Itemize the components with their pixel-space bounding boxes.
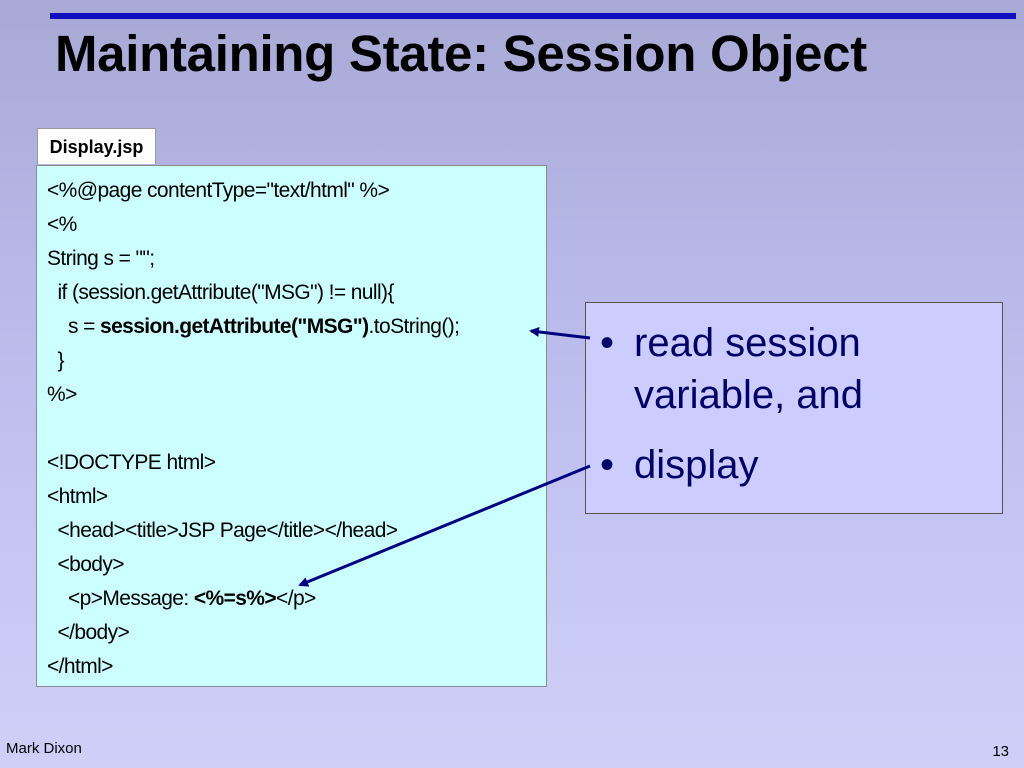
code-line-message-output: <p>Message: <%=s%></p> bbox=[47, 582, 546, 616]
bullet-panel: • read session variable, and • display bbox=[585, 302, 1003, 514]
code-line: </body> bbox=[47, 621, 130, 644]
bullet-text: display bbox=[634, 443, 759, 487]
code-text: s = bbox=[47, 315, 100, 338]
code-text: </p> bbox=[276, 587, 316, 610]
code-line: <% bbox=[47, 213, 77, 236]
file-tab-label: Display.jsp bbox=[37, 128, 156, 164]
code-text: .toString(); bbox=[368, 315, 460, 338]
code-highlight-session-get: session.getAttribute("MSG") bbox=[99, 315, 369, 338]
code-panel: <%@page contentType="text/html" %> <% St… bbox=[36, 165, 547, 687]
code-highlight-expression: <%=s%> bbox=[193, 587, 277, 610]
bullet-icon: • bbox=[600, 321, 615, 365]
title-top-rule bbox=[50, 13, 1016, 19]
code-line: <%@page contentType="text/html" %> bbox=[47, 179, 390, 202]
bullet-item-display: • display bbox=[600, 439, 1002, 491]
code-line: <head><title>JSP Page</title></head> bbox=[47, 519, 398, 542]
code-line: </html> bbox=[47, 655, 113, 678]
code-line: <!DOCTYPE html> bbox=[47, 451, 216, 474]
code-text: <p>Message: bbox=[47, 587, 194, 610]
bullet-list: • read session variable, and • display bbox=[600, 317, 1002, 491]
bullet-item-read-session: • read session variable, and bbox=[600, 317, 1002, 421]
code-line: } bbox=[47, 349, 64, 372]
code-line: <body> bbox=[47, 553, 124, 576]
code-line: String s = ""; bbox=[47, 247, 155, 270]
page-number: 13 bbox=[992, 743, 1009, 760]
bullet-text: read session variable, and bbox=[634, 321, 864, 417]
code-line-session-read: s = session.getAttribute("MSG").toString… bbox=[47, 310, 546, 344]
footer-author: Mark Dixon bbox=[6, 740, 82, 757]
code-line-blank bbox=[47, 412, 546, 446]
code-line: <html> bbox=[47, 485, 108, 508]
code-line: if (session.getAttribute("MSG") != null)… bbox=[47, 281, 394, 304]
slide-title: Maintaining State: Session Object bbox=[55, 25, 867, 82]
code-line: %> bbox=[47, 383, 77, 406]
bullet-icon: • bbox=[600, 443, 615, 487]
